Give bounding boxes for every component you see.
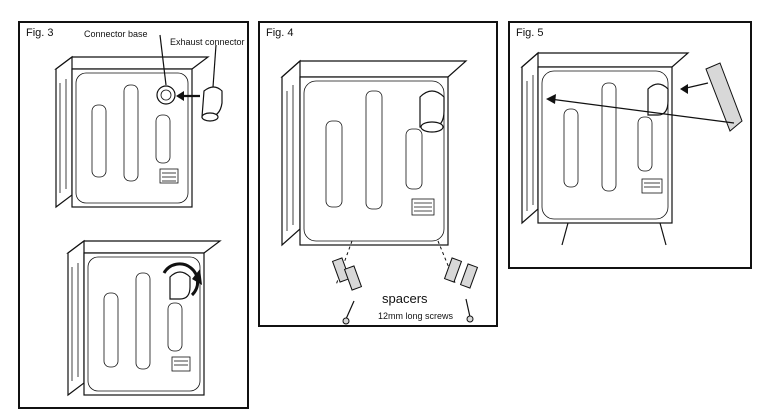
- dryer-unit: [520, 51, 690, 246]
- wall-bracket: [546, 62, 743, 132]
- figure-5-panel: Fig. 5: [508, 21, 752, 269]
- dryer-unit-bottom: [66, 239, 222, 397]
- figure-4-panel: Fig. 4 spacers 12mm long screws: [258, 21, 498, 327]
- figure-3-illustration: [54, 34, 223, 397]
- dryer-unit-top: [54, 34, 210, 209]
- figure-4-illustration: [280, 59, 479, 325]
- figure-4-label: Fig. 4: [266, 27, 294, 39]
- exhaust-connector-part: [176, 44, 223, 122]
- figure-5-illustration: [520, 51, 743, 246]
- exhaust-connector-callout: Exhaust connector: [170, 37, 245, 47]
- spacers-callout: spacers: [382, 291, 428, 306]
- figure-3-label: Fig. 3: [26, 27, 54, 39]
- connector-base-callout: Connector base: [84, 29, 148, 39]
- dryer-unit: [280, 59, 468, 247]
- connector-base-icon: [156, 85, 176, 105]
- screws-callout: 12mm long screws: [378, 311, 454, 321]
- figure-5-label: Fig. 5: [516, 27, 544, 39]
- exhaust-connector-icon: [647, 83, 669, 116]
- figure-3-panel: Fig. 3 Connector base Exhaust connector: [18, 21, 249, 409]
- spacers-group: [331, 240, 479, 325]
